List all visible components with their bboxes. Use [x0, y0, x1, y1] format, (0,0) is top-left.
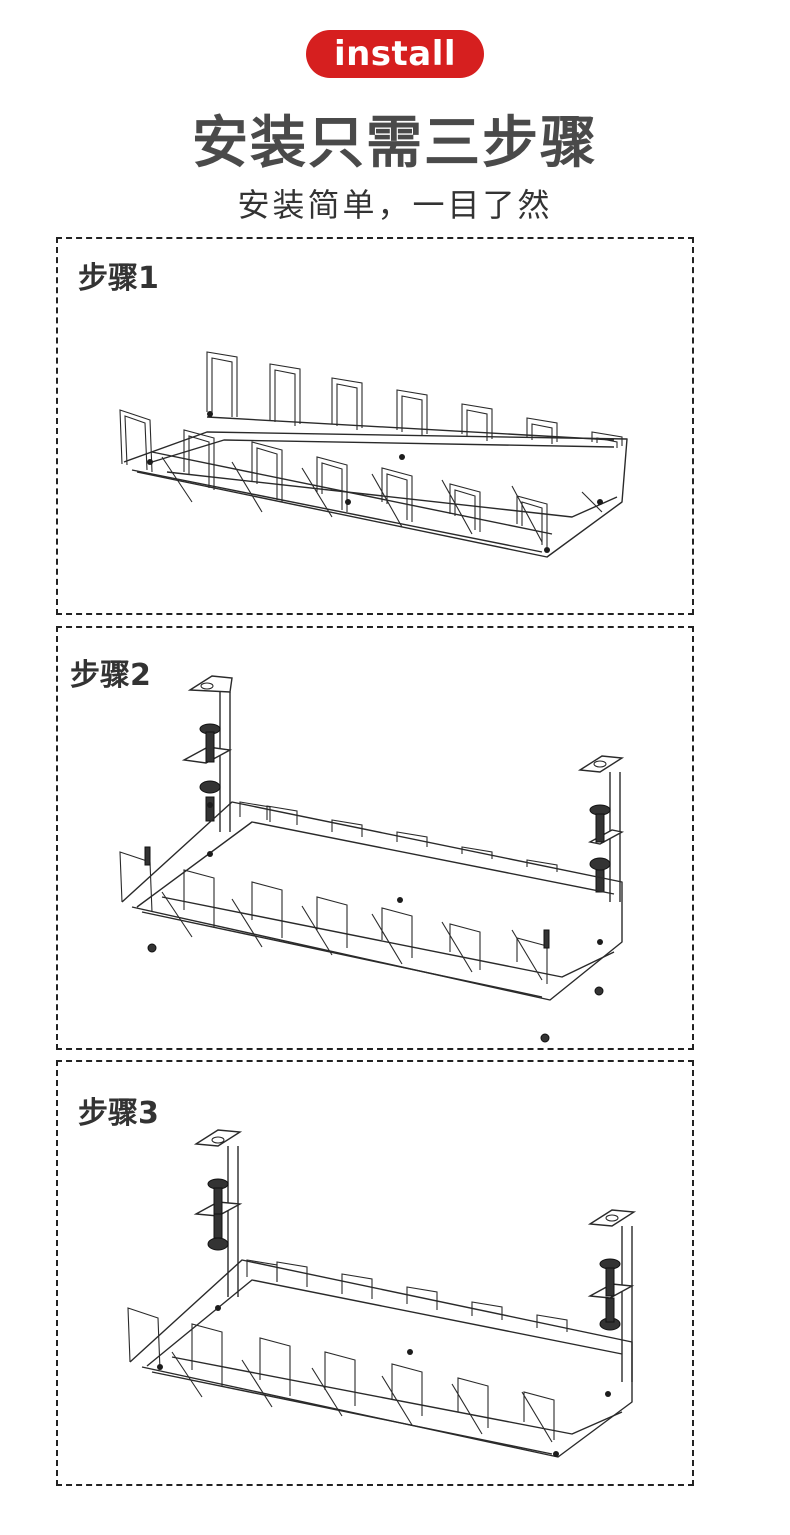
step-2-panel: 步骤2: [56, 626, 694, 1050]
install-badge: install: [306, 30, 484, 78]
page-title: 安装只需三步骤: [192, 111, 598, 176]
cable-tray-with-clamps-illustration: [119, 675, 625, 1043]
step-1-panel: 步骤1: [56, 237, 694, 615]
assembled-cable-tray-illustration: [127, 1129, 637, 1458]
step-3-panel: 步骤3: [56, 1060, 694, 1486]
page-subtitle: 安装简单，一目了然: [237, 186, 553, 224]
step-2-label: 步骤2: [70, 658, 151, 693]
step-1-label: 步骤1: [78, 261, 159, 296]
step-3-label: 步骤3: [78, 1096, 159, 1131]
cable-tray-illustration: [119, 351, 628, 558]
